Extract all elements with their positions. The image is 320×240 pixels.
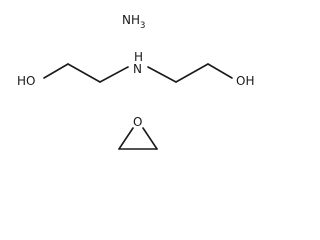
ammonia-label: N H 3 bbox=[122, 13, 145, 31]
epoxide-o-label: O bbox=[133, 115, 142, 129]
bond-n-c3 bbox=[147, 66, 177, 83]
bond-c3-c4 bbox=[175, 63, 209, 83]
amine-h-label: H bbox=[134, 50, 143, 64]
left-hydroxyl-label: HO bbox=[17, 74, 35, 88]
bond-c2-n bbox=[99, 66, 129, 83]
bond-ho-c1 bbox=[43, 63, 69, 79]
bond-c4-oh bbox=[207, 63, 233, 79]
ethylene-oxide-structure: O bbox=[118, 115, 158, 150]
diethanolamine-structure: HO H N OH bbox=[17, 50, 254, 88]
ammonia-n: N bbox=[122, 13, 131, 27]
bond-c1-c2 bbox=[67, 63, 101, 83]
bond-o-c-right bbox=[142, 127, 158, 150]
bond-o-c-left bbox=[118, 127, 134, 150]
amine-n-label: N bbox=[133, 62, 142, 76]
structure-canvas: N H 3 HO H N OH O bbox=[17, 13, 254, 150]
ammonia-h: H bbox=[131, 13, 140, 27]
right-hydroxyl-label: OH bbox=[236, 74, 254, 88]
ammonia-subscript: 3 bbox=[140, 21, 145, 31]
